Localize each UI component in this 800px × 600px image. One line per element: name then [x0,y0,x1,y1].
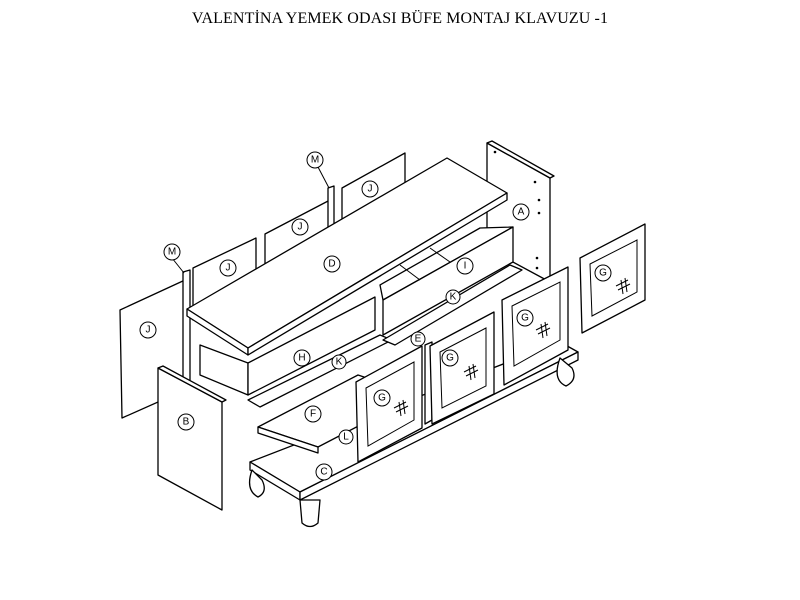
svg-text:G: G [446,353,454,364]
svg-text:D: D [328,259,335,270]
svg-text:F: F [310,409,316,420]
top-panel-d [186,157,508,356]
label-m: M [163,243,181,261]
svg-text:K: K [450,292,457,303]
svg-text:G: G [599,268,607,279]
door-g-3 [501,266,569,386]
label-j: J [219,259,237,277]
svg-text:M: M [168,247,176,258]
label-g: G [516,309,534,327]
drawer-i [379,226,514,336]
label-e: E [410,331,426,347]
drawer-h [199,296,376,396]
svg-text:J: J [298,222,303,233]
svg-text:L: L [343,432,349,443]
svg-text:J: J [368,184,373,195]
label-f: F [304,405,322,423]
label-c: C [315,463,333,481]
svg-text:B: B [183,417,190,428]
label-k: K [331,354,347,370]
svg-text:C: C [320,467,327,478]
label-g: G [594,264,612,282]
page-title: VALENTİNA YEMEK ODASI BÜFE MONTAJ KLAVUZ… [191,10,609,27]
label-d: D [323,255,341,273]
label-b: B [177,413,195,431]
side-panel-b [157,365,227,511]
label-j: J [361,180,379,198]
label-a: A [512,203,530,221]
label-g: G [441,349,459,367]
label-g: G [373,389,391,407]
svg-text:G: G [521,313,529,324]
svg-text:E: E [415,334,422,345]
svg-text:H: H [298,353,305,364]
svg-text:K: K [336,357,343,368]
svg-text:G: G [378,393,386,404]
drawer-runner-k [247,264,523,408]
label-l: L [338,429,354,445]
label-i: I [456,257,474,275]
svg-text:J: J [146,325,151,336]
svg-text:I: I [464,261,467,272]
door-g-4 [579,223,646,334]
label-k: K [445,289,461,305]
label-j: J [291,218,309,236]
label-h: H [293,349,311,367]
door-g-2 [429,311,495,425]
svg-text:M: M [311,155,319,166]
label-j: J [139,321,157,339]
label-m: M [306,151,324,169]
svg-text:A: A [518,207,525,218]
door-g-1 [355,345,423,463]
svg-text:J: J [226,263,231,274]
